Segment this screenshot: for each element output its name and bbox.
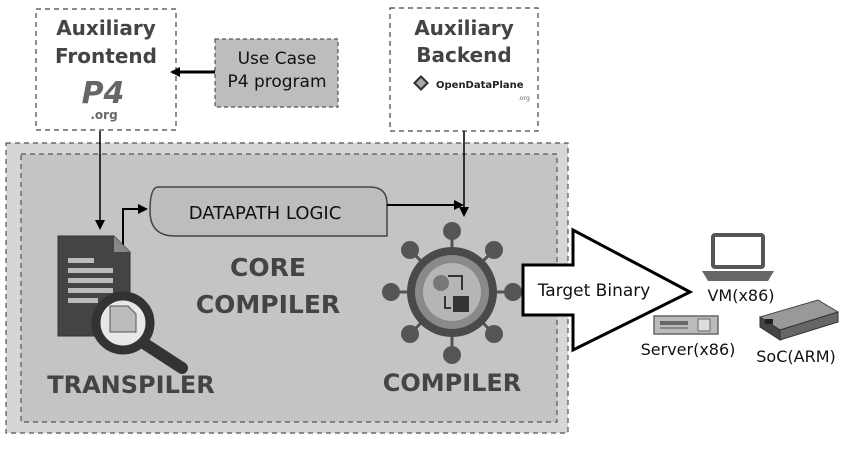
- magnifier-icon: [91, 291, 188, 374]
- auxiliary-backend: Auxiliary Backend OpenDataPlane .org: [389, 7, 539, 132]
- soc-icon: [758, 299, 840, 341]
- transpiler-to-datapath-arrow: [122, 204, 148, 246]
- p4-logo-icon: P4 .org: [82, 76, 125, 122]
- auxiliary-backend-title-1: Auxiliary: [414, 16, 514, 40]
- soc-label: SoC(ARM): [756, 347, 835, 366]
- svg-text:.org: .org: [90, 108, 117, 122]
- use-case-box: Use Case P4 program: [214, 38, 339, 108]
- datapath-logic-banner: DATAPATH LOGIC: [149, 186, 388, 237]
- compiler-gear-icon: [382, 222, 522, 364]
- vm-label: VM(x86): [707, 286, 774, 305]
- svg-text:.org: .org: [518, 95, 530, 102]
- target-binary-label: Target Binary: [537, 281, 651, 301]
- auxiliary-backend-title-2: Backend: [416, 43, 511, 67]
- opendataplane-logo-icon: OpenDataPlane .org: [413, 75, 530, 102]
- use-case-line2: P4 program: [227, 72, 326, 92]
- transpiler-label: TRANSPILER: [47, 371, 214, 399]
- svg-text:OpenDataPlane: OpenDataPlane: [436, 80, 524, 91]
- auxiliary-frontend-title-1: Auxiliary: [56, 16, 156, 40]
- server-label: Server(x86): [641, 340, 736, 359]
- core-label-line1: CORE: [230, 253, 306, 282]
- compiler-label: COMPILER: [383, 369, 522, 397]
- datapath-logic-label: DATAPATH LOGIC: [189, 203, 342, 224]
- server-icon: [653, 315, 719, 335]
- svg-text:P4: P4: [82, 76, 125, 111]
- laptop-icon: [702, 233, 774, 281]
- use-case-line1: Use Case: [238, 49, 317, 69]
- target-binary-arrow: Target Binary: [521, 227, 694, 353]
- core-label-line2: COMPILER: [196, 290, 340, 319]
- auxiliary-frontend-title-2: Frontend: [55, 44, 157, 68]
- auxiliary-frontend: Auxiliary Frontend P4 .org: [35, 8, 177, 131]
